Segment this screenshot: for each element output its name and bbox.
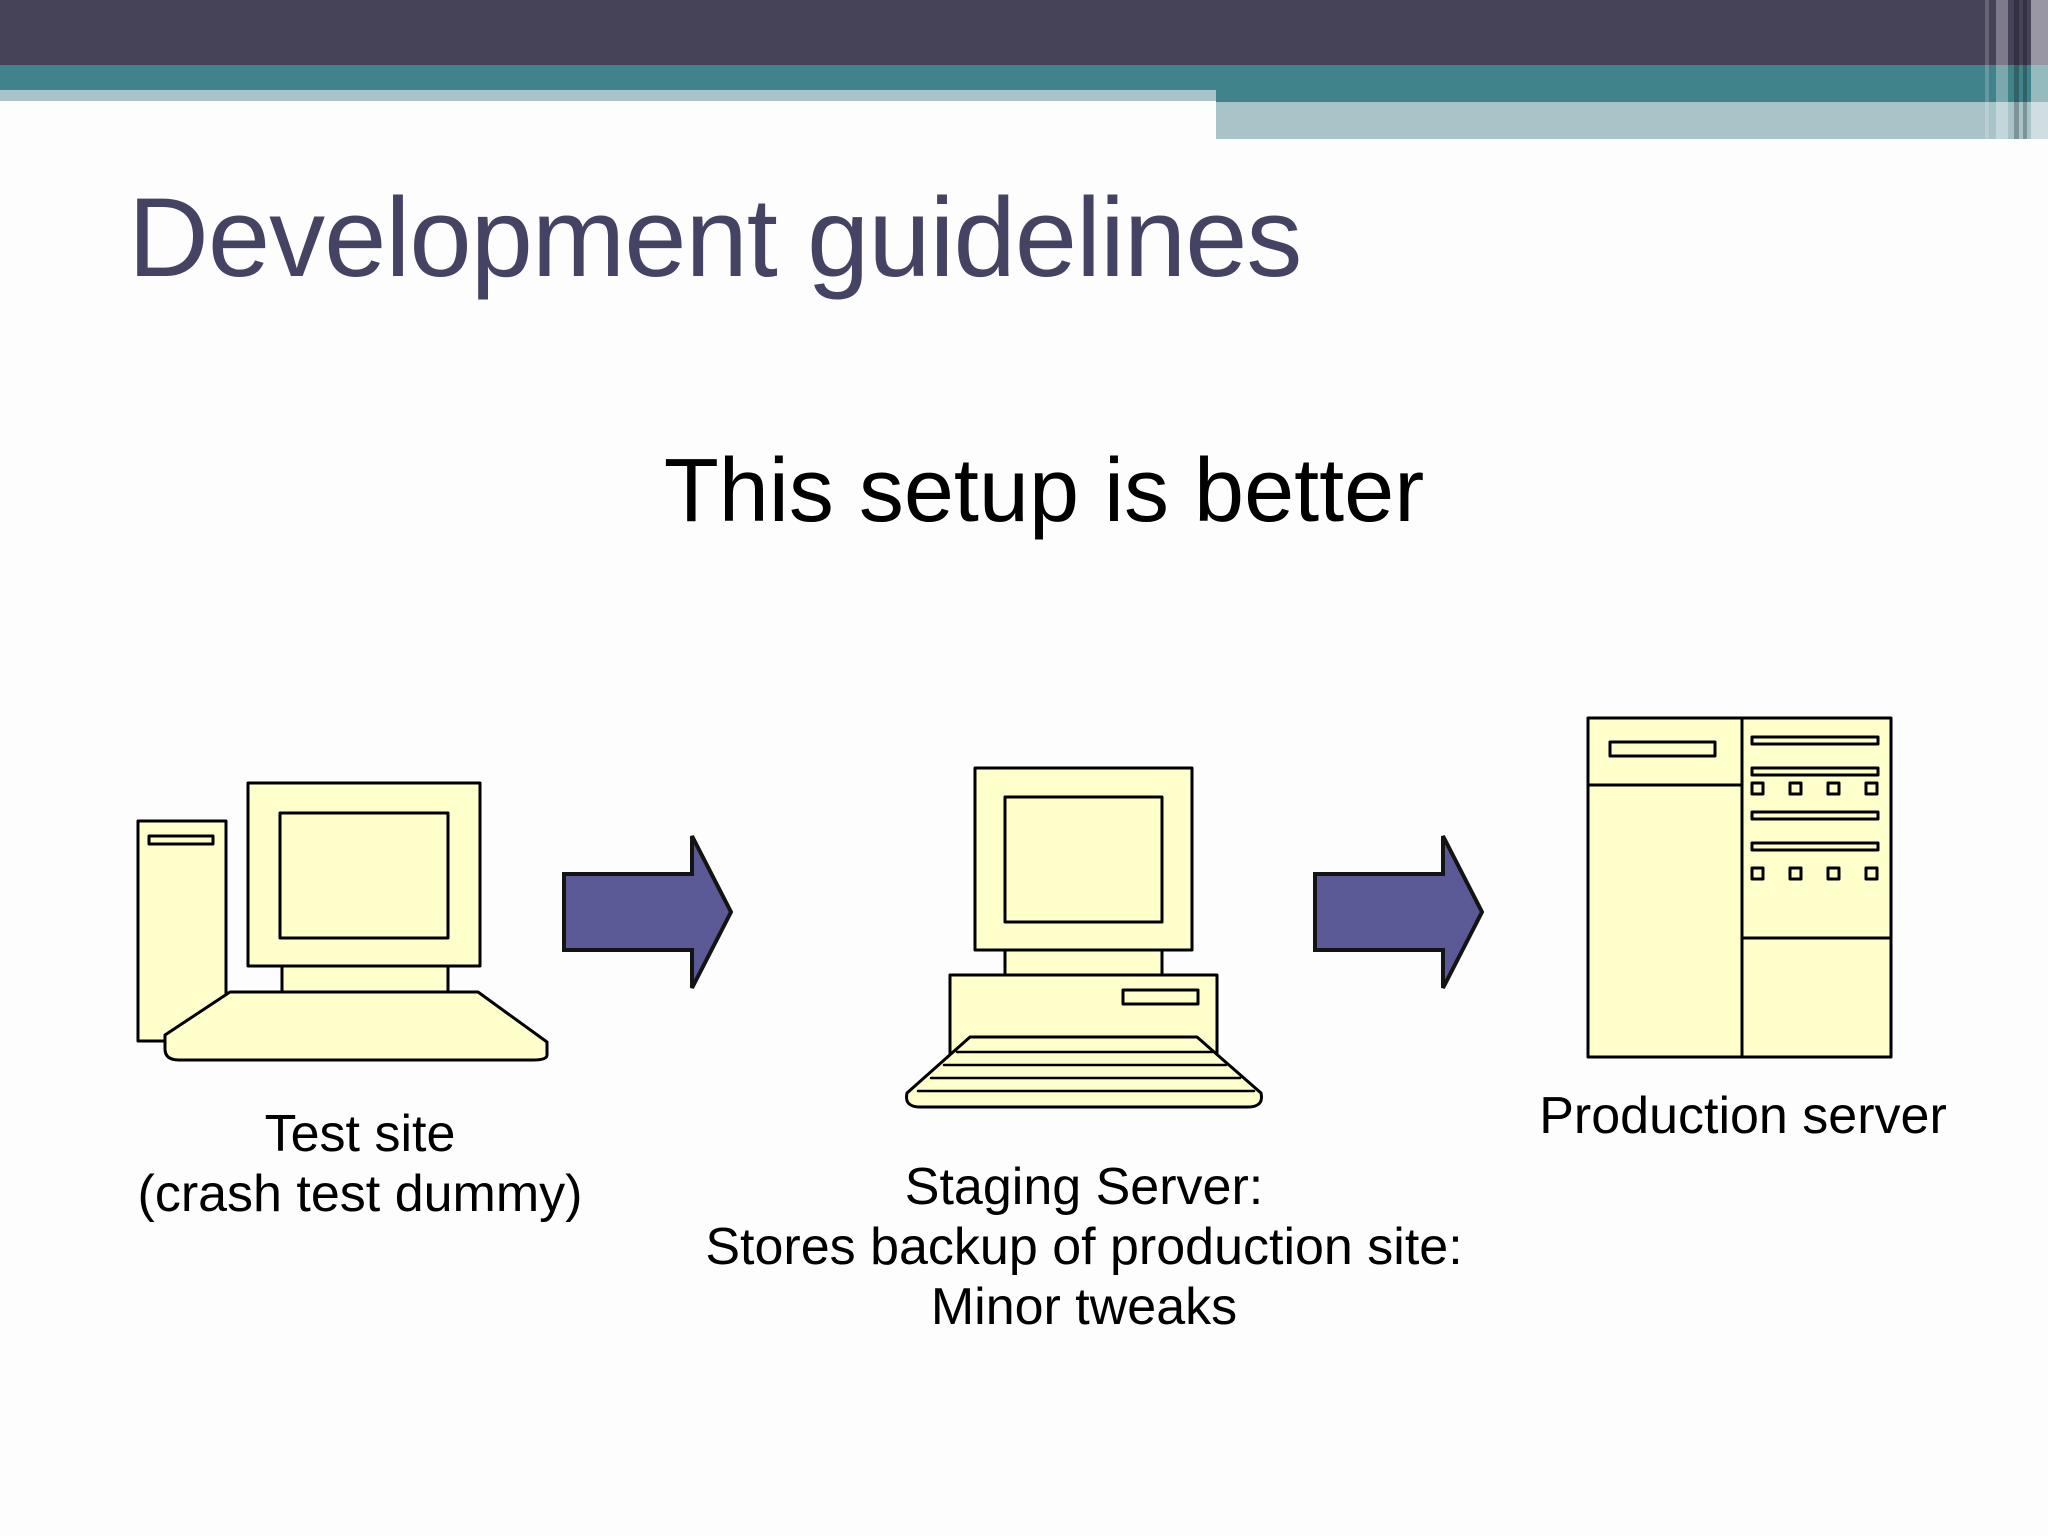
server-tower-icon bbox=[1586, 716, 1893, 1059]
server-vent-bar bbox=[1750, 810, 1880, 821]
header-accent-stripe bbox=[2014, 0, 2019, 139]
node-label-test-site: Test site (crash test dummy) bbox=[138, 1104, 583, 1224]
label-line: (crash test dummy) bbox=[137, 1165, 583, 1223]
header-bar-dark bbox=[0, 0, 2048, 65]
keyboard bbox=[905, 1035, 1263, 1109]
label-line: Stores backup of production site: bbox=[705, 1218, 1463, 1276]
node-label-staging-server: Staging Server: Stores backup of product… bbox=[705, 1157, 1462, 1337]
server-vent-bar bbox=[1750, 735, 1880, 746]
desktop-computer-icon bbox=[136, 781, 549, 1062]
server-vent-bar bbox=[1750, 841, 1880, 852]
node-label-production-server: Production server bbox=[1539, 1086, 1947, 1146]
monitor-neck bbox=[1003, 948, 1164, 977]
header-accent-stripe bbox=[2031, 0, 2048, 139]
header-bar-teal-right bbox=[1216, 65, 2048, 102]
monitor-screen bbox=[1003, 795, 1164, 924]
computer-tower bbox=[136, 819, 228, 1043]
server-vent-bar bbox=[1750, 766, 1880, 777]
slide-subtitle: This setup is better bbox=[663, 441, 1425, 541]
header-accent-stripe bbox=[1996, 0, 2008, 139]
header-accent-stripe bbox=[2023, 0, 2027, 139]
label-line: Production server bbox=[1539, 1087, 1947, 1145]
server-slot bbox=[1608, 740, 1717, 758]
label-line: Minor tweaks bbox=[930, 1278, 1238, 1336]
arrow-polygon bbox=[562, 835, 734, 989]
computer-base bbox=[163, 990, 549, 1062]
label-line: Staging Server: bbox=[904, 1158, 1264, 1216]
header-bar-light bbox=[0, 90, 1216, 101]
monitor-screen bbox=[278, 811, 450, 940]
arrow-polygon bbox=[1313, 835, 1485, 989]
header-accent-stripe bbox=[1985, 0, 1989, 139]
desktop-computer-icon bbox=[905, 766, 1263, 1109]
right-block-arrow bbox=[1313, 835, 1485, 989]
case-slot bbox=[1121, 988, 1200, 1006]
page-title: Development guidelines bbox=[128, 175, 1302, 300]
monitor-neck bbox=[280, 964, 450, 996]
server-led-row bbox=[1750, 781, 1879, 796]
server-led-row bbox=[1750, 866, 1879, 881]
tower-slot bbox=[147, 834, 215, 846]
label-line: Test site bbox=[264, 1105, 456, 1163]
header-bar-light-right bbox=[1216, 102, 2048, 139]
right-block-arrow bbox=[562, 835, 734, 989]
header-bar-teal bbox=[0, 65, 1216, 90]
